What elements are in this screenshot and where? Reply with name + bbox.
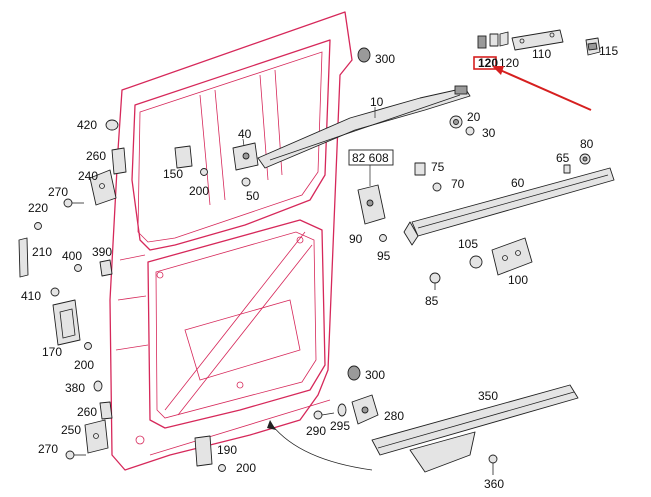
part-260-hinge-bottom [99,401,113,420]
part-260-hinge-top [111,147,127,175]
upper-guide-rail [257,85,471,169]
label-40: 40 [238,127,252,141]
door-frame [109,11,353,471]
part-250-bracket [84,419,109,454]
part-60-rail [403,167,615,246]
label-75: 75 [431,160,445,174]
part-70-pin [432,182,442,192]
part-280-lower-arm [351,394,379,425]
part-120-clips [477,31,509,49]
label-82608: 82 608 [352,151,389,165]
label-270-bottom: 270 [38,442,58,456]
label-65: 65 [556,151,570,165]
label-210: 210 [32,245,52,259]
part-210-striker [18,237,29,278]
label-420: 420 [77,118,97,132]
label-200-c: 200 [236,461,256,475]
part-200-screw-a [200,168,208,176]
label-115: 115 [599,44,618,58]
part-200-screw-b [84,342,92,350]
label-150: 150 [163,167,183,181]
part-65-clip [563,164,571,174]
part-90-lock [357,165,386,225]
part-360-screw [488,454,498,475]
label-290: 290 [306,424,326,438]
part-220-screw [34,222,42,230]
label-400: 400 [62,249,82,263]
label-200-b: 200 [74,358,94,372]
label-250: 250 [61,423,81,437]
label-10: 10 [370,95,384,109]
label-410: 410 [21,289,41,303]
part-190-roller [194,435,213,467]
label-50: 50 [246,189,260,203]
label-350: 350 [478,389,498,403]
part-410-nut [50,287,60,297]
part-30-washer [465,126,475,136]
label-200-a: 200 [189,184,209,198]
part-85-screw [429,272,441,290]
part-50-screw [241,177,251,187]
part-100-bracket [491,237,533,276]
part-240-bracket [89,169,117,206]
part-390-clip [99,259,113,277]
part-115-clip [585,37,601,56]
label-105: 105 [458,237,478,251]
label-100: 100 [508,273,528,287]
part-20-bushing [449,115,463,129]
label-300-top: 300 [375,52,395,66]
label-20: 20 [467,110,481,124]
label-280: 280 [384,409,404,423]
label-240: 240 [78,169,98,183]
label-270-top: 270 [48,185,68,199]
part-200-screw-c [218,464,226,472]
assembly-arrow [267,420,373,471]
part-75-plate [414,162,426,176]
label-95: 95 [377,249,391,263]
part-150-bracket [174,145,193,169]
label-380: 380 [65,381,85,395]
label-260-top: 260 [86,149,106,163]
label-220: 220 [28,201,48,215]
part-420-plug [105,119,119,131]
label-30: 30 [482,126,496,140]
label-box-82608 [348,149,394,166]
part-270-screw-top [63,198,84,208]
part-80-washer [579,153,591,165]
label-260-bottom: 260 [77,405,97,419]
part-350-lower-rail [371,384,579,473]
label-70: 70 [451,177,465,191]
part-95-screw [379,234,387,242]
label-300-bottom: 300 [365,368,385,382]
part-270-screw-bottom [65,450,86,460]
label-190: 190 [217,443,237,457]
label-110: 110 [532,47,551,61]
part-40-hinge [232,142,259,171]
label-85: 85 [425,294,439,308]
part-295-washer [337,403,347,417]
highlight-box-120 [473,56,497,70]
part-170-handle [52,299,81,346]
label-60: 60 [511,176,525,190]
part-300-plug-top [357,47,371,63]
label-295: 295 [330,419,350,433]
label-360: 360 [484,477,504,491]
part-400-screw [74,264,82,272]
part-300-plug-bottom [347,365,361,381]
part-105-bushing [469,255,483,269]
label-390: 390 [92,245,112,259]
label-120: 120 [499,56,519,70]
label-90: 90 [349,232,363,246]
label-170: 170 [42,345,62,359]
part-380-washer [93,380,103,392]
highlight-arrow [492,66,592,111]
part-110-cover [511,29,564,51]
part-290-screw [313,410,335,420]
label-80: 80 [580,137,594,151]
